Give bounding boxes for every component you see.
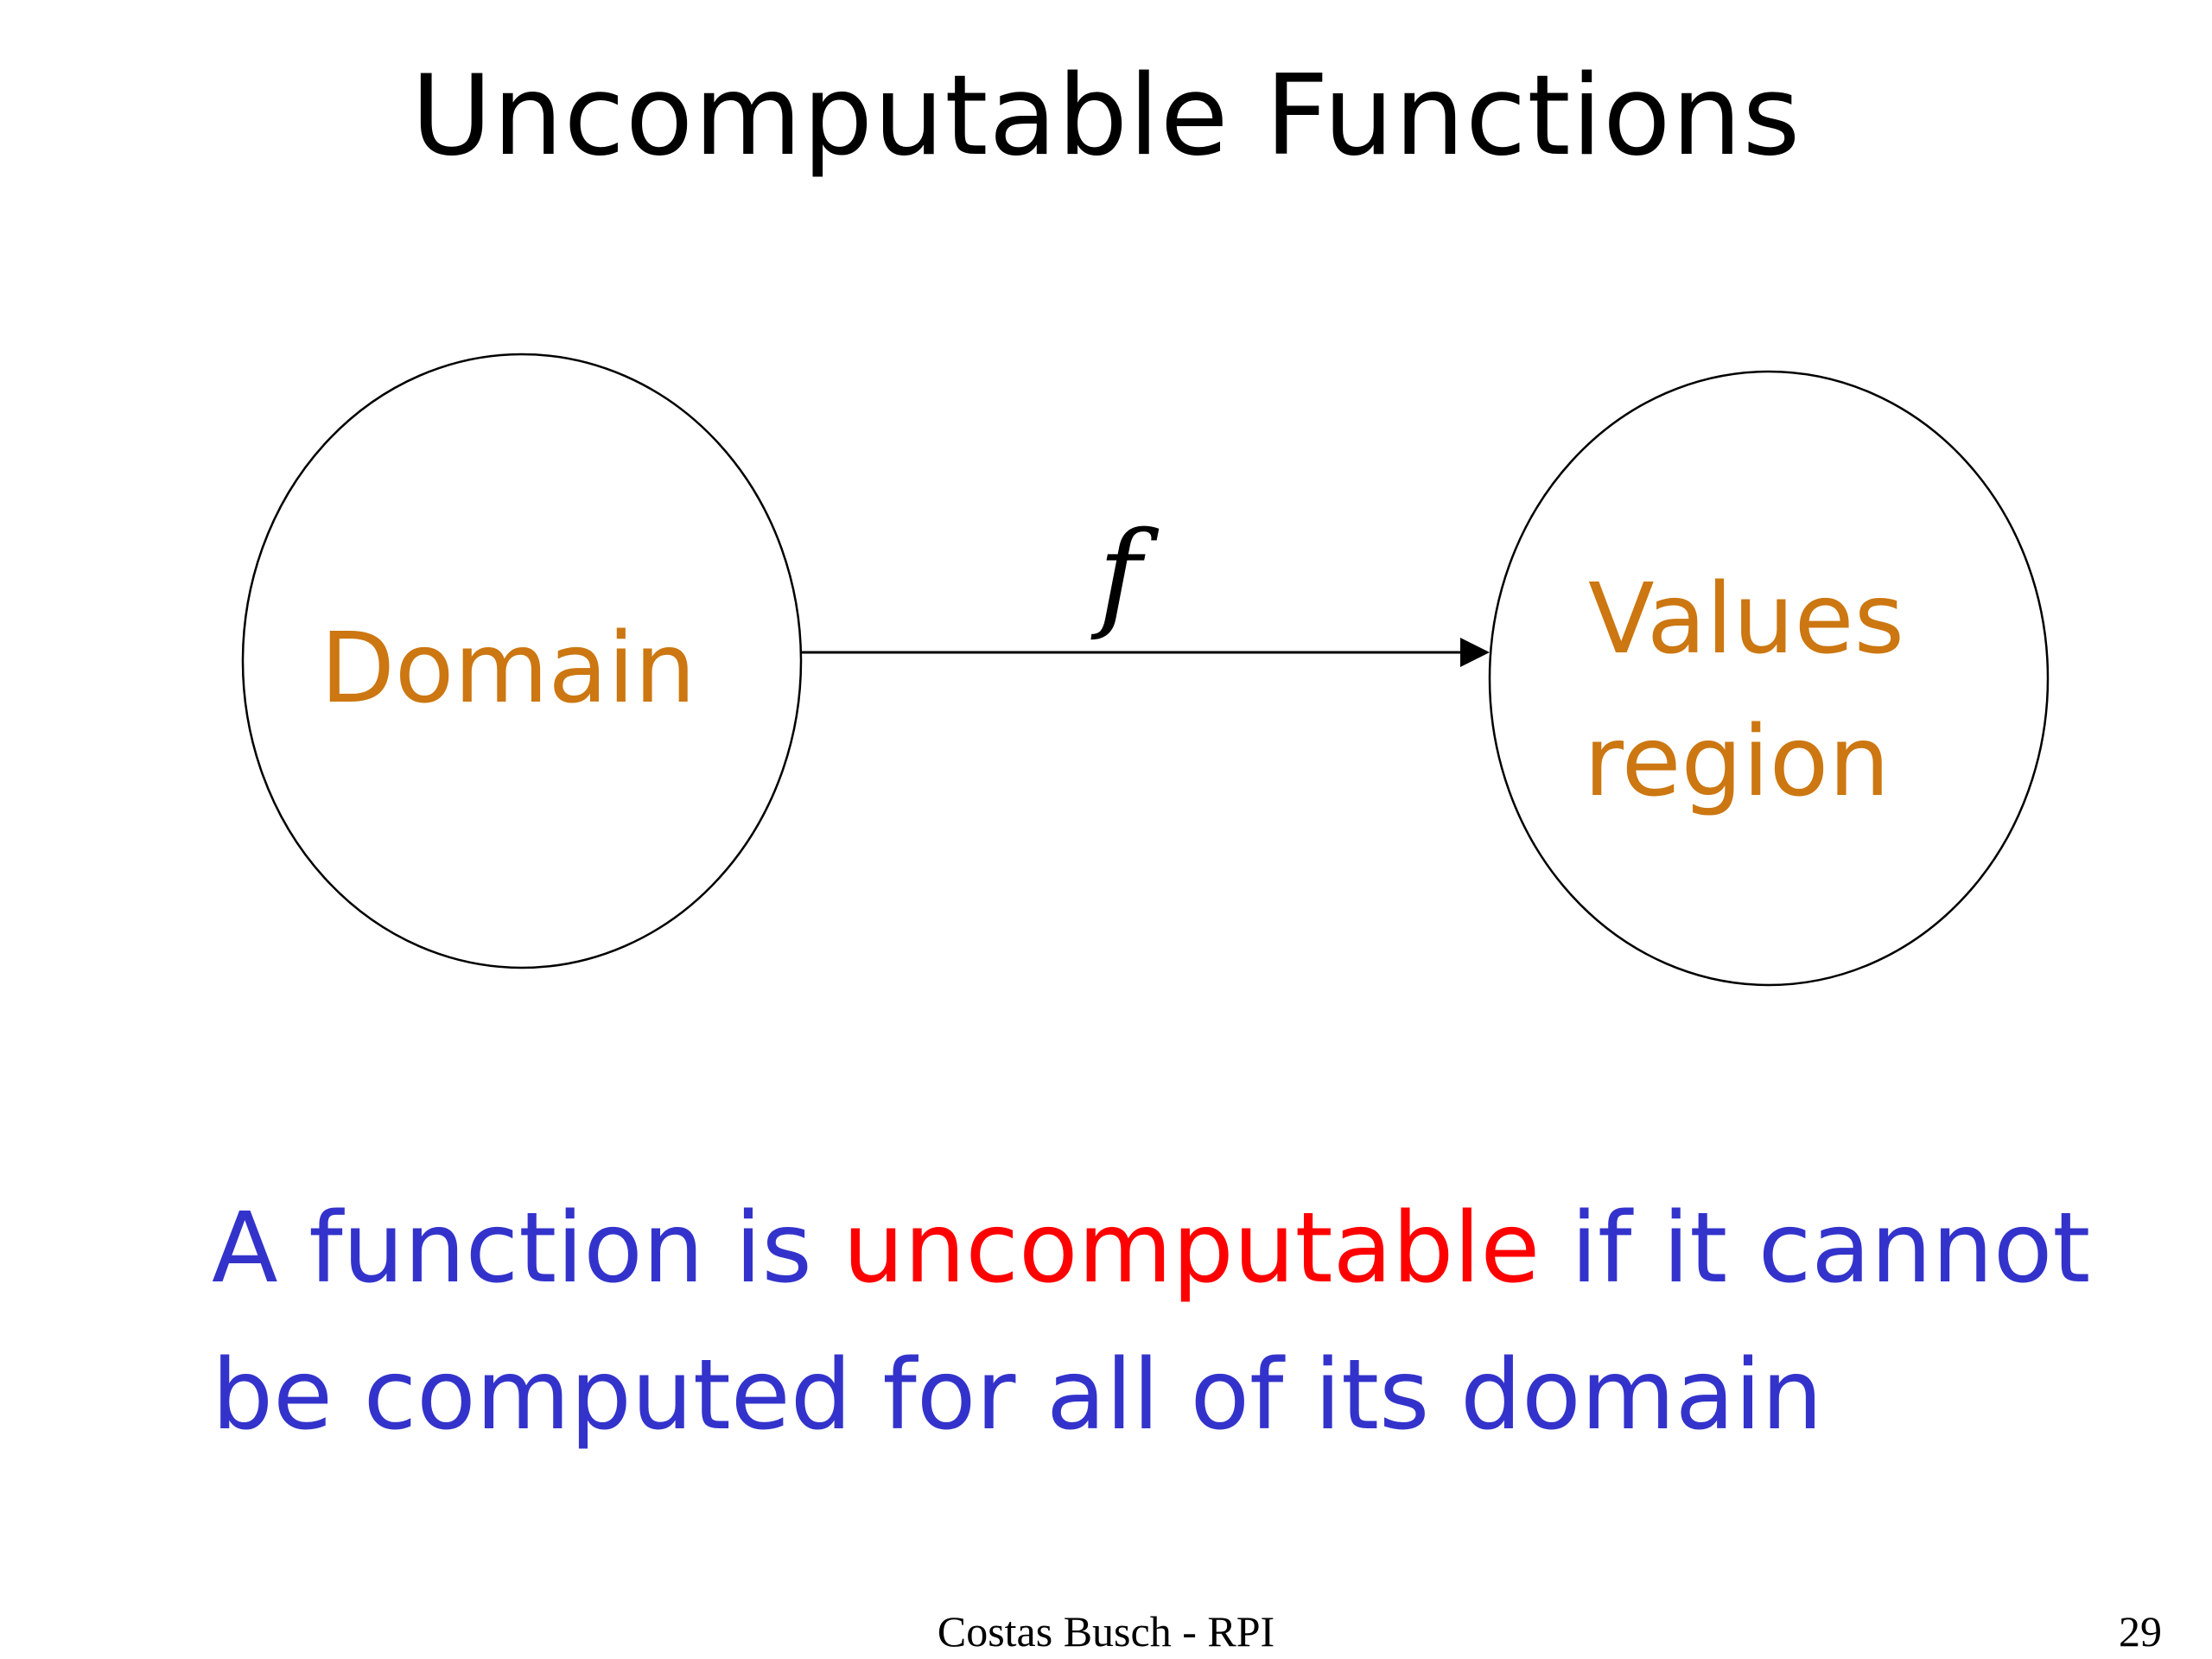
footer-page-number: 29	[2119, 1607, 2162, 1656]
slide-title: Uncomputable Functions	[410, 52, 1802, 181]
statement-part2: if it cannot be computed for all of its …	[212, 1192, 2091, 1452]
function-label: f	[1090, 507, 1160, 644]
domain-label: Domain	[321, 613, 696, 725]
domain-circle	[241, 353, 803, 969]
values-label-line2: region	[1584, 706, 1890, 818]
statement-part1: A function is	[212, 1192, 843, 1305]
footer-author: Costas Busch - RPI	[937, 1607, 1275, 1656]
definition-statement: A function is uncomputable if it cannot …	[212, 1175, 2113, 1469]
values-region-circle	[1488, 370, 2050, 987]
mapping-arrowhead	[1460, 638, 1490, 667]
statement-highlight: uncomputable	[842, 1192, 1541, 1305]
values-label-line1: Values	[1588, 563, 1904, 676]
